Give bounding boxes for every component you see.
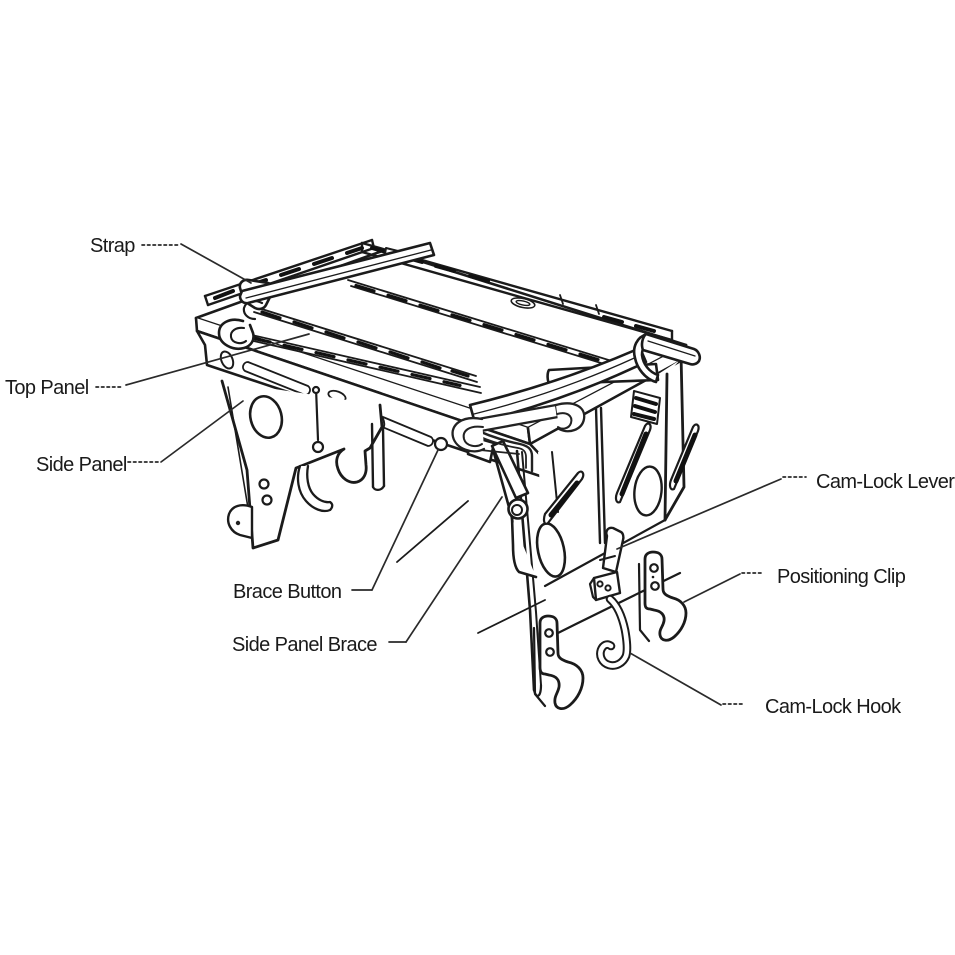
svg-text:Cam-Lock Lever: Cam-Lock Lever	[816, 471, 955, 493]
svg-text:Side Panel: Side Panel	[36, 454, 127, 476]
svg-text:Side Panel Brace: Side Panel Brace	[232, 634, 377, 656]
svg-text:Brace Button: Brace Button	[233, 581, 341, 603]
svg-text:Positioning Clip: Positioning Clip	[777, 566, 906, 588]
svg-text:Strap: Strap	[90, 235, 135, 257]
svg-text:Top Panel: Top Panel	[5, 377, 89, 399]
svg-text:Cam-Lock Hook: Cam-Lock Hook	[765, 696, 902, 718]
